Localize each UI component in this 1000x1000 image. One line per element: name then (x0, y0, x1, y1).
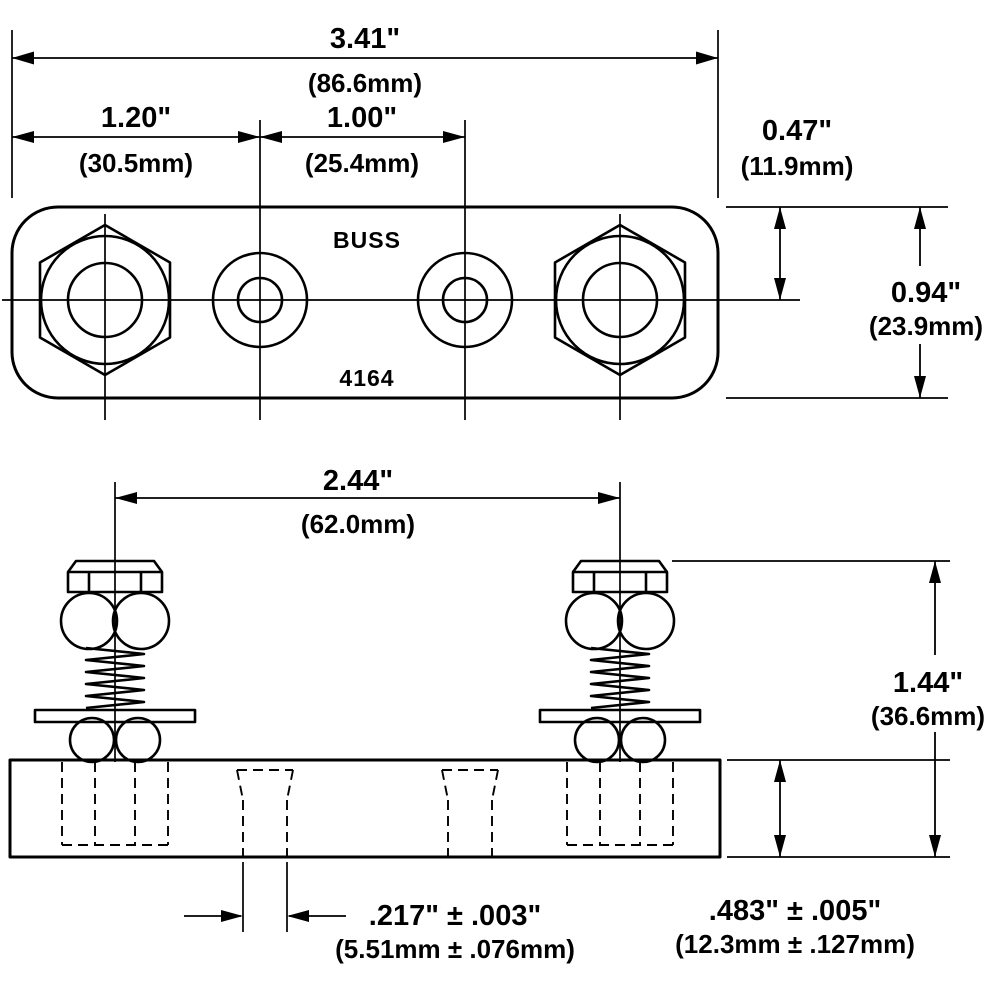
edge-to-terminal-mm: (30.5mm) (79, 148, 193, 178)
stud-spacing-in: 2.44" (323, 465, 393, 497)
side-view (8, 480, 722, 859)
overall-height-in: 1.44" (893, 667, 963, 699)
overall-height-mm: (36.6mm) (871, 701, 985, 731)
block-outline (10, 205, 720, 400)
dim-stud-spacing: 2.44" (62.0mm) (115, 465, 620, 539)
mounting-hole-right (441, 769, 499, 857)
mounting-hole-dia-mm: (5.51mm ± .076mm) (335, 934, 575, 964)
overall-length-mm: (86.6mm) (308, 68, 422, 98)
base-outline (8, 758, 722, 859)
top-to-centerline-mm: (11.9mm) (741, 151, 854, 181)
dim-left-edge-to-terminal: 1.20" (30.5mm) (12, 102, 260, 178)
terminal-left (211, 251, 309, 349)
base-thickness-mm: (12.3mm ± .127mm) (675, 929, 915, 959)
dim-mounting-hole-dia: .217" ± .003" (5.51mm ± .076mm) (184, 862, 575, 964)
terminal-right (416, 251, 514, 349)
overall-width-mm: (23.9mm) (869, 311, 983, 341)
dim-overall-height: 1.44" (36.6mm) (672, 560, 985, 857)
dim-terminal-spacing: 1.00" (25.4mm) (260, 102, 465, 178)
hex-nut-left (38, 223, 172, 377)
part-number-label: 4164 (339, 365, 394, 391)
top-to-centerline-in: 0.47" (762, 115, 832, 147)
dim-base-thickness: .483" ± .005" (12.3mm ± .127mm) (675, 759, 950, 959)
dim-overall-width: 0.94" (23.9mm) (726, 207, 983, 399)
overall-length-in: 3.41" (330, 23, 400, 55)
terminal-spacing-mm: (25.4mm) (305, 148, 419, 178)
base-thickness-in: .483" ± .005" (709, 895, 881, 927)
mounting-hole-left (236, 769, 294, 857)
overall-width-in: 0.94" (891, 277, 961, 309)
edge-to-terminal-in: 1.20" (101, 102, 171, 134)
stud-spacing-mm: (62.0mm) (301, 509, 415, 539)
dim-overall-length: 3.41" (86.6mm) (11, 23, 719, 198)
dim-top-edge-to-centerline: 0.47" (11.9mm) (726, 115, 948, 300)
brand-label: BUSS (333, 227, 401, 253)
hex-nut-right (553, 223, 687, 377)
centerlines (2, 120, 800, 420)
mounting-hole-dia-in: .217" ± .003" (369, 900, 541, 932)
top-view: BUSS 4164 (2, 120, 800, 420)
terminal-spacing-in: 1.00" (327, 102, 397, 134)
